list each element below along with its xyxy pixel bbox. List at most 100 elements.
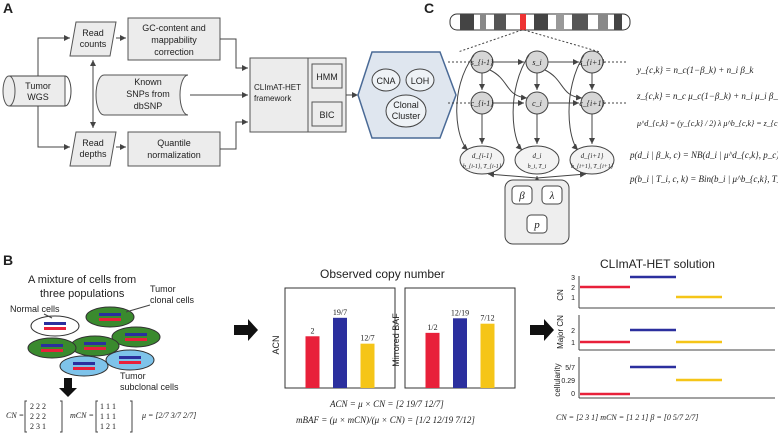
mbaf-equation: mBAF = (μ × mCN)/(μ × CN) = [1/2 12/19 7… xyxy=(296,415,475,425)
bar-acn-bars-3 xyxy=(360,343,375,388)
hmm-bic-box: HMM BIC xyxy=(307,57,347,133)
bar-acn-bars-1 xyxy=(305,336,320,388)
model-equations: y_{c,k} = n_c(1−β_k) + n_i β_k z_{c,k} =… xyxy=(629,65,778,184)
gc-label-2: mappability xyxy=(151,35,197,45)
snps-label-3: dbSNP xyxy=(134,101,163,111)
tumor-subclonal-label-1: Tumor xyxy=(120,371,146,381)
snps-label-2: SNPs from xyxy=(126,89,170,99)
cn-tick-2: 2 xyxy=(571,285,575,292)
c-node-next: c_{i+1} xyxy=(579,99,605,108)
cn-tick-3: 3 xyxy=(571,275,575,282)
mcn-row-2: 1 1 1 xyxy=(100,412,116,421)
obs-d-prev: d_{i-1} xyxy=(472,152,493,160)
quantile-label-1: Quantile xyxy=(157,138,191,148)
cn-row-1: 2 2 2 xyxy=(30,402,46,411)
panel-b: B A mixture of cells from three populati… xyxy=(3,252,775,433)
bar-label-acn-bars-2: 19/7 xyxy=(333,308,347,317)
mixture-title-1: A mixture of cells from xyxy=(28,274,136,286)
solution-cellularity-plot: cellularity 5/7 0.29 0 xyxy=(553,357,775,399)
cell-chromosomes xyxy=(41,313,147,370)
right-arrow-icon-1 xyxy=(234,319,258,341)
bar-baf-bars-3 xyxy=(480,323,495,388)
baf-chart: Mirrored BAF 1/2 12/19 7/12 xyxy=(391,287,516,389)
s-node-next: s_{i+1} xyxy=(579,58,605,67)
cna-label: CNA xyxy=(376,76,395,86)
gc-label-1: GC-content and xyxy=(142,23,206,33)
s-node-prev: s_{i-1} xyxy=(471,58,494,67)
cn-eq-label: CN = xyxy=(6,411,24,420)
obs-d-current: d_i xyxy=(533,152,542,160)
quantile-normalization-node: Quantile normalization xyxy=(127,131,221,167)
cn-row-3: 2 3 1 xyxy=(30,422,46,431)
gc-correction-node: GC-content and mappability correction xyxy=(127,17,221,61)
obs-b-current: b_i, T_i xyxy=(528,164,547,170)
major-tick-1: 1 xyxy=(571,340,575,347)
tumor-label-1: Tumor xyxy=(25,81,51,91)
mixture-title-2: three populations xyxy=(40,288,125,300)
bar-label-baf-bars-3: 7/12 xyxy=(480,314,494,323)
mcn-row-3: 1 2 1 xyxy=(100,422,116,431)
obs-d-next: d_{i+1} xyxy=(581,152,604,160)
bar-acn-bars-2 xyxy=(333,317,347,388)
p-param: p xyxy=(533,219,540,231)
s-chain: s_{i-1} s_i s_{i+1} xyxy=(448,50,626,74)
observed-nodes: d_{i-1} b_{i-1}, T_{i-1} d_i b_i, T_i d_… xyxy=(456,54,615,175)
output-node: CNA LOH Clonal Cluster xyxy=(357,51,457,139)
equation-1: y_{c,k} = n_c(1−β_k) + n_i β_k xyxy=(636,65,754,75)
snps-label-1: Known xyxy=(134,77,162,87)
quantile-label-2: normalization xyxy=(147,150,201,160)
mcn-row-1: 1 1 1 xyxy=(100,402,116,411)
obs-b-next: b_{i+1}, T_{i+1} xyxy=(571,164,614,170)
equation-5: p(b_i | T_i, c, k) = Bin(b_i | μ^b_{c,k}… xyxy=(629,174,778,184)
solution-title: CLImAT-HET solution xyxy=(600,257,715,271)
bar-label-baf-bars-2: 12/19 xyxy=(451,308,469,317)
observed-title: Observed copy number xyxy=(320,267,445,281)
read-depths-node: Read depths xyxy=(69,131,117,167)
read-counts-label-2: counts xyxy=(80,39,107,49)
major-cn-axis-label: Major CN xyxy=(556,315,565,349)
solution-major-cn-plot: Major CN 2 1 xyxy=(556,315,775,351)
c-node-prev: c_{i-1} xyxy=(471,99,495,108)
cell-tick-029: 0.29 xyxy=(561,378,575,385)
clonal-label-1: Clonal xyxy=(393,100,419,110)
tumor-clonal-label-1: Tumor xyxy=(150,284,176,294)
bic-label: BIC xyxy=(319,110,335,120)
bar-label-acn-bars-3: 12/7 xyxy=(360,334,374,343)
read-counts-node: Read counts xyxy=(69,21,117,57)
right-arrow-icon-2 xyxy=(530,319,554,341)
bar-label-baf-bars-1: 1/2 xyxy=(427,323,437,332)
obs-b-prev: b_{i-1}, T_{i-1} xyxy=(463,164,502,170)
cellularity-axis-label: cellularity xyxy=(553,363,562,396)
bar-baf-bars-2 xyxy=(453,318,467,388)
solution-equation: CN = [2 3 1] mCN = [1 2 1] β = [0 5/7 2/… xyxy=(556,413,698,422)
cn-matrices: CN = 2 2 2 2 2 2 2 3 1 mCN = 1 1 1 1 1 1… xyxy=(6,400,196,433)
down-arrow-icon xyxy=(59,378,77,397)
equation-2: z_{c,k} = n_c μ_c(1−β_k) + n_i μ_i β_k xyxy=(636,91,778,101)
cell-population xyxy=(27,306,161,377)
cn-row-2: 2 2 2 xyxy=(30,412,46,421)
mu-eq-label: μ = [2/7 3/7 2/7] xyxy=(141,411,196,420)
framework-label-2: framework xyxy=(254,94,292,103)
beta-param: β xyxy=(518,190,525,202)
panel-a-label: A xyxy=(3,0,13,16)
read-depths-label-1: Read xyxy=(82,138,104,148)
cn-axis-label: CN xyxy=(556,289,565,301)
read-depths-label-2: depths xyxy=(79,149,107,159)
known-snps-node: Known SNPs from dbSNP xyxy=(95,74,189,116)
baf-axis-label: Mirrored BAF xyxy=(391,313,401,367)
hmm-label: HMM xyxy=(316,72,338,82)
cn-tick-1: 1 xyxy=(571,295,575,302)
tumor-wgs-node: Tumor WGS xyxy=(2,75,72,107)
solution-cn-plot: CN 3 2 1 xyxy=(556,275,775,309)
major-tick-2: 2 xyxy=(571,328,575,335)
cell-tick-0: 0 xyxy=(571,391,575,398)
acn-chart: ACN 219/712/7 xyxy=(271,287,396,389)
bar-baf-bars-1 xyxy=(425,332,440,388)
clonal-label-2: Cluster xyxy=(392,111,421,121)
panel-c-label: C xyxy=(424,0,434,16)
loh-label: LOH xyxy=(411,76,430,86)
tumor-label-2: WGS xyxy=(27,92,49,102)
c-node-current: c_i xyxy=(532,99,542,108)
gc-label-3: correction xyxy=(154,47,194,57)
